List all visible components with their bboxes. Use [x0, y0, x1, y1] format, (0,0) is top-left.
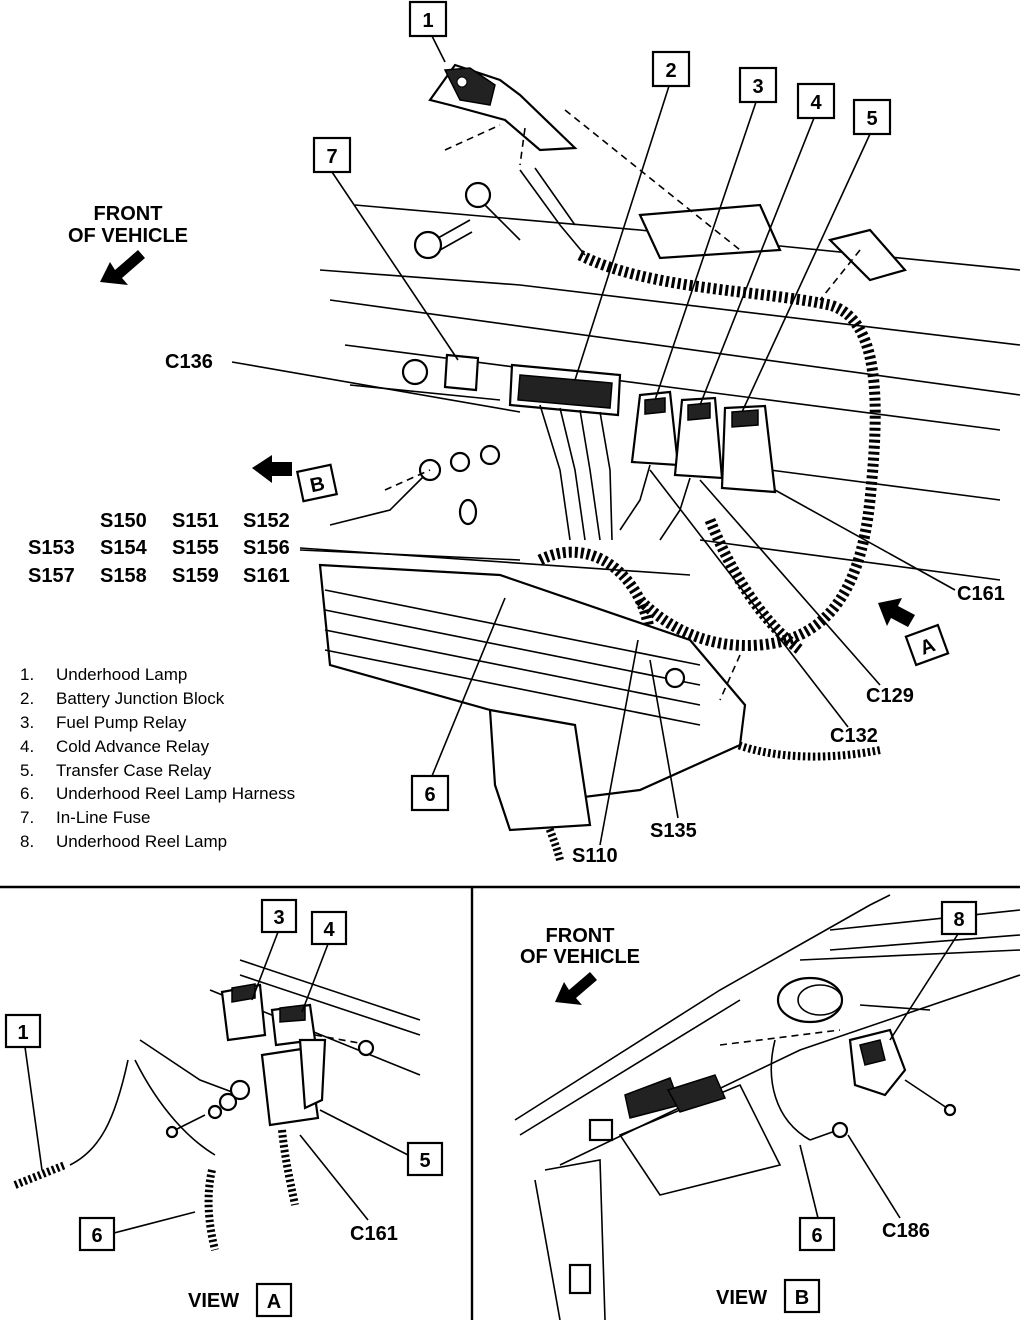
legend-text-5: Transfer Case Relay [56, 761, 212, 780]
svg-text:C132: C132 [830, 725, 878, 747]
splice-s157: S157 [28, 565, 75, 587]
splice-s155: S155 [172, 537, 219, 559]
splice-labels: S150 S151 S152 S153 S154 S155 S156 S157 … [28, 510, 691, 587]
svg-text:A: A [917, 634, 938, 660]
legend-num-3: 3. [20, 713, 34, 732]
legend-text-2: Battery Junction Block [56, 689, 225, 708]
svg-text:S110: S110 [572, 845, 618, 867]
splice-s156: S156 [243, 537, 290, 559]
connector-s135: S135 [649, 659, 697, 842]
svg-text:4: 4 [810, 92, 822, 114]
svg-text:6: 6 [424, 784, 435, 806]
callout-6: 6 [410, 597, 506, 812]
view-a-artwork [13, 959, 421, 1251]
vb-front-arrow-icon [555, 972, 597, 1005]
va-callout-3: 3 [251, 898, 298, 1001]
legend-text-4: Cold Advance Relay [56, 737, 210, 756]
legend-num-7: 7. [20, 808, 34, 827]
svg-text:B: B [308, 473, 327, 498]
connector-c136: C136 [165, 351, 521, 413]
legend-num-4: 4. [20, 737, 34, 756]
legend-text-7: In-Line Fuse [56, 808, 151, 827]
view-a-arrow-icon [878, 598, 915, 627]
svg-text:6: 6 [811, 1225, 822, 1247]
view-b-title: VIEW B [716, 1278, 821, 1314]
va-callout-1: 1 [4, 1013, 43, 1171]
svg-text:S135: S135 [650, 820, 697, 842]
svg-text:8: 8 [953, 909, 964, 931]
va-connector-c161: C161 [299, 1134, 398, 1245]
callout-3: 3 [654, 66, 778, 401]
svg-text:6: 6 [91, 1225, 102, 1247]
connector-c132: C132 [649, 469, 878, 747]
svg-text:C161: C161 [350, 1223, 398, 1245]
callout-7: 7 [312, 136, 459, 361]
callout-5: 5 [741, 98, 892, 413]
vb-connector-c186: C186 [847, 1134, 930, 1242]
splice-s159: S159 [172, 565, 219, 587]
splice-s161: S161 [243, 565, 290, 587]
svg-text:3: 3 [273, 907, 284, 929]
svg-text:2: 2 [665, 60, 676, 82]
splice-s150: S150 [100, 510, 147, 532]
splice-s151: S151 [172, 510, 219, 532]
svg-text:1: 1 [17, 1022, 28, 1044]
vb-callout-8: 8 [889, 900, 978, 1041]
svg-text:3: 3 [752, 76, 763, 98]
callout-2: 2 [574, 50, 691, 381]
legend-text-8: Underhood Reel Lamp [56, 832, 227, 851]
view-a-word: VIEW [188, 1290, 239, 1312]
vb-front-line1: FRONT [546, 925, 615, 947]
svg-text:5: 5 [866, 108, 877, 130]
front-of-vehicle-view-b: FRONT OF VEHICLE [520, 925, 640, 1005]
splice-s154: S154 [100, 537, 148, 559]
legend-text-1: Underhood Lamp [56, 665, 187, 684]
svg-text:7: 7 [326, 146, 337, 168]
view-b-letter: B [795, 1287, 809, 1309]
svg-text:C129: C129 [866, 685, 914, 707]
va-callout-4: 4 [301, 910, 348, 1013]
view-b-word: VIEW [716, 1287, 767, 1309]
svg-text:C161: C161 [957, 583, 1005, 605]
view-a-marker: A [878, 598, 950, 667]
vb-front-line2: OF VEHICLE [520, 946, 640, 968]
parts-legend: 1. Underhood Lamp 2. Battery Junction Bl… [20, 665, 295, 851]
va-callout-6: 6 [78, 1211, 196, 1252]
svg-text:1: 1 [422, 10, 433, 32]
front-arrow-icon [100, 250, 145, 285]
connector-s110: S110 [572, 639, 639, 867]
view-a-title: VIEW A [188, 1282, 293, 1318]
legend-num-2: 2. [20, 689, 34, 708]
legend-text-3: Fuel Pump Relay [56, 713, 187, 732]
front-label-line1: FRONT [94, 203, 163, 225]
view-a-letter: A [267, 1291, 281, 1313]
main-view-artwork [299, 63, 1021, 862]
svg-text:C186: C186 [882, 1220, 930, 1242]
callout-1: 1 [408, 0, 448, 63]
vb-callout-6: 6 [798, 1144, 836, 1252]
svg-text:4: 4 [323, 919, 335, 941]
view-b-artwork [514, 894, 1021, 1321]
legend-num-5: 5. [20, 761, 34, 780]
splice-s153: S153 [28, 537, 75, 559]
legend-num-8: 8. [20, 832, 34, 851]
front-label-line2: OF VEHICLE [68, 225, 188, 247]
legend-num-6: 6. [20, 784, 34, 803]
callout-4: 4 [699, 82, 836, 406]
view-b-marker: B [252, 455, 339, 503]
splice-s158: S158 [100, 565, 147, 587]
front-of-vehicle-indicator: FRONT OF VEHICLE [68, 203, 188, 285]
va-callout-5: 5 [319, 1109, 444, 1177]
svg-text:C136: C136 [165, 351, 213, 373]
connector-c161: C161 [774, 489, 1005, 605]
legend-num-1: 1. [20, 665, 34, 684]
svg-text:5: 5 [419, 1150, 430, 1172]
connector-c129: C129 [699, 479, 914, 707]
legend-text-6: Underhood Reel Lamp Harness [56, 784, 295, 803]
splice-s152: S152 [243, 510, 290, 532]
view-b-arrow-icon [252, 455, 292, 483]
